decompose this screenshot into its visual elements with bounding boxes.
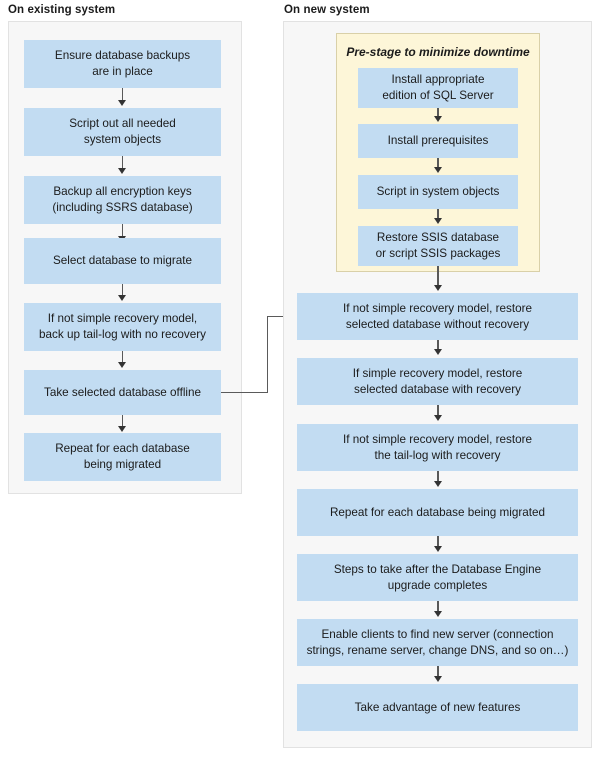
arrow-head-icon xyxy=(433,167,442,173)
column-title-new-system: On new system xyxy=(284,4,370,16)
node-line: being migrated xyxy=(83,458,162,471)
arrow-head-icon xyxy=(433,481,442,487)
arrow-connector xyxy=(437,601,439,613)
node-script-system-objects[interactable]: Script out all needed system objects xyxy=(24,108,221,156)
arrow-connector xyxy=(437,340,439,351)
node-select-database[interactable]: Select database to migrate xyxy=(24,238,221,284)
arrow-connector xyxy=(121,351,124,364)
node-line: If not simple recovery model, restore xyxy=(342,432,533,446)
arrow-connector xyxy=(437,266,439,287)
node-line: upgrade completes xyxy=(387,578,488,592)
column-title-existing-system: On existing system xyxy=(8,4,116,16)
arrow-head-icon xyxy=(118,362,126,368)
arrow-head-icon xyxy=(118,168,126,174)
node-line: Repeat for each database xyxy=(55,442,190,455)
node-line: If not simple recovery model, restore xyxy=(342,301,533,315)
node-install-prerequisites[interactable]: Install prerequisites xyxy=(358,124,518,158)
arrow-head-icon xyxy=(433,546,442,552)
node-line: selected database with recovery xyxy=(354,382,521,396)
node-backup-tail-log[interactable]: If not simple recovery model, back up ta… xyxy=(24,303,221,351)
node-line: Script in system objects xyxy=(376,185,500,198)
node-line: If not simple recovery model, xyxy=(47,312,198,325)
node-line: selected database without recovery xyxy=(345,317,530,331)
arrow-connector xyxy=(437,209,439,220)
node-line: the tail-log with recovery xyxy=(374,448,501,462)
node-line: If simple recovery model, restore xyxy=(352,366,523,380)
node-repeat-each-database-new[interactable]: Repeat for each database being migrated xyxy=(297,489,578,536)
arrow-head-icon xyxy=(433,116,442,122)
arrow-head-icon xyxy=(433,611,442,617)
node-line: Select database to migrate xyxy=(52,254,193,267)
arrow-head-icon xyxy=(433,676,442,682)
node-enable-clients[interactable]: Enable clients to find new server (conne… xyxy=(297,619,578,666)
node-restore-tail-log[interactable]: If not simple recovery model, restore th… xyxy=(297,424,578,471)
node-take-database-offline[interactable]: Take selected database offline xyxy=(24,370,221,415)
node-restore-without-recovery[interactable]: If not simple recovery model, restore se… xyxy=(297,293,578,340)
node-take-advantage-features[interactable]: Take advantage of new features xyxy=(297,684,578,731)
node-line: Take advantage of new features xyxy=(354,700,521,714)
arrow-head-icon xyxy=(433,218,442,224)
arrow-connector xyxy=(437,666,439,678)
node-line: Script out all needed xyxy=(69,117,176,130)
arrow-head-icon xyxy=(118,295,126,301)
node-line: Install appropriate xyxy=(391,73,485,86)
arrow-head-icon xyxy=(433,349,442,355)
node-line: Enable clients to find new server (conne… xyxy=(321,627,554,641)
arrow-head-icon xyxy=(118,426,126,432)
arrow-head-icon xyxy=(433,415,442,421)
arrow-connector xyxy=(121,224,124,238)
arrow-connector xyxy=(121,415,124,428)
prestage-title: Pre-stage to minimize downtime xyxy=(346,45,530,59)
node-line: edition of SQL Server xyxy=(382,89,494,102)
node-line: Backup all encryption keys xyxy=(53,185,192,198)
node-line: back up tail-log with no recovery xyxy=(39,328,206,341)
node-line: are in place xyxy=(92,65,153,78)
node-post-upgrade-steps[interactable]: Steps to take after the Database Engine … xyxy=(297,554,578,601)
node-line: Restore SSIS database xyxy=(376,231,500,244)
arrow-connector xyxy=(121,156,124,170)
node-install-sql-server[interactable]: Install appropriate edition of SQL Serve… xyxy=(358,68,518,108)
node-line: (including SSRS database) xyxy=(52,201,193,214)
node-line: Take selected database offline xyxy=(43,385,202,399)
arrow-head-icon xyxy=(433,285,442,291)
node-line: Steps to take after the Database Engine xyxy=(333,562,542,576)
cross-connector-segment xyxy=(266,315,292,318)
node-script-in-system-objects[interactable]: Script in system objects xyxy=(358,175,518,209)
arrow-connector xyxy=(437,158,439,169)
node-line: Repeat for each database being migrated xyxy=(329,505,546,519)
arrow-connector xyxy=(121,284,124,297)
arrow-connector xyxy=(437,471,439,483)
node-ensure-backups[interactable]: Ensure database backups are in place xyxy=(24,40,221,88)
node-line: system objects xyxy=(83,133,162,146)
arrow-connector xyxy=(437,536,439,548)
arrow-head-icon xyxy=(118,100,126,106)
arrow-connector xyxy=(437,405,439,417)
cross-connector-segment xyxy=(221,391,268,394)
node-line: or script SSIS packages xyxy=(375,247,501,260)
node-line: Install prerequisites xyxy=(387,134,489,147)
node-restore-with-recovery[interactable]: If simple recovery model, restore select… xyxy=(297,358,578,405)
node-repeat-each-database-existing[interactable]: Repeat for each database being migrated xyxy=(24,433,221,481)
node-line: strings, rename server, change DNS, and … xyxy=(306,643,569,657)
node-restore-ssis[interactable]: Restore SSIS database or script SSIS pac… xyxy=(358,226,518,266)
cross-connector-segment xyxy=(266,316,269,392)
node-backup-encryption-keys[interactable]: Backup all encryption keys (including SS… xyxy=(24,176,221,224)
node-line: Ensure database backups xyxy=(54,49,191,62)
arrow-connector xyxy=(437,108,439,118)
arrow-connector xyxy=(121,88,124,102)
